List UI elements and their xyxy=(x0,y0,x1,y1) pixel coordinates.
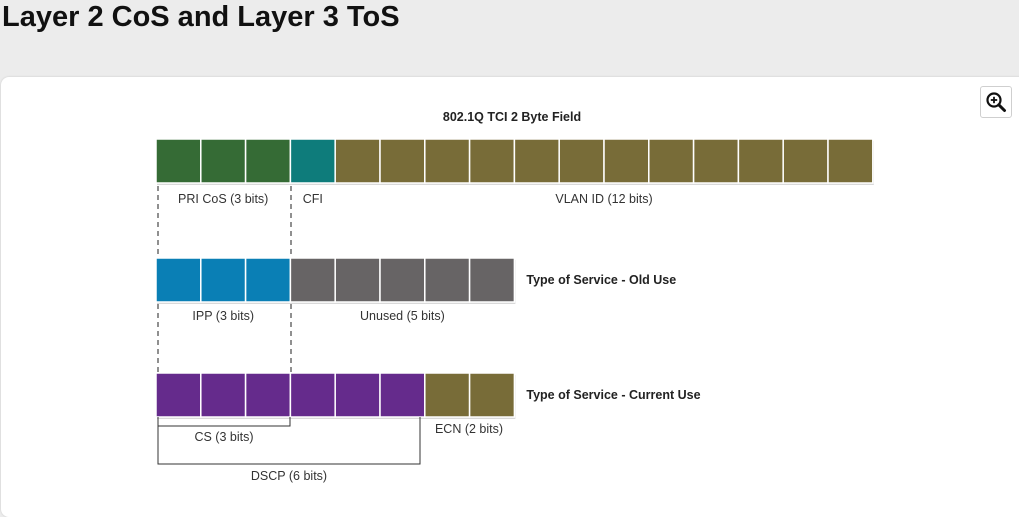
row-tos-current: Type of Service - Current Use xyxy=(155,372,701,419)
row-title: Type of Service - Old Use xyxy=(526,273,676,287)
bit-cell xyxy=(692,138,740,184)
bit-cell xyxy=(468,138,516,184)
dscp-bracket xyxy=(157,417,421,465)
ecn-label: ECN (2 bits) xyxy=(435,422,503,436)
bit-cell xyxy=(200,138,247,184)
bit-cell xyxy=(244,257,292,303)
bit-cell xyxy=(424,138,471,184)
bit-cell xyxy=(379,138,426,184)
zoom-in-button[interactable] xyxy=(980,86,1012,118)
bit-cell xyxy=(424,257,471,303)
row-tci: PRI CoS (3 bits) CFI VLAN ID (12 bits) xyxy=(155,138,874,206)
bit-cell xyxy=(513,138,560,184)
bit-cell xyxy=(827,138,874,184)
bit-cell xyxy=(155,257,202,303)
bit-cell xyxy=(334,257,381,303)
segment-label: PRI CoS (3 bits) xyxy=(178,192,268,206)
bit-cell xyxy=(200,257,247,303)
zoom-in-icon xyxy=(986,92,1006,112)
bit-cell xyxy=(289,257,336,303)
bit-cell xyxy=(603,138,650,184)
bit-cell xyxy=(244,372,292,418)
alignment-lines xyxy=(157,186,292,373)
diagram-header: 802.1Q TCI 2 Byte Field xyxy=(443,110,581,124)
bit-cell xyxy=(424,372,471,418)
row-title: Type of Service - Current Use xyxy=(526,388,700,402)
dscp-label: DSCP (6 bits) xyxy=(251,469,327,483)
bit-cell xyxy=(289,372,336,418)
bit-cell xyxy=(648,138,695,184)
bit-cell xyxy=(155,138,202,184)
segment-label: CFI xyxy=(303,192,323,206)
bit-cell xyxy=(334,138,381,184)
bit-cell xyxy=(155,372,202,418)
segment-label: IPP (3 bits) xyxy=(192,309,254,323)
page-title: Layer 2 CoS and Layer 3 ToS xyxy=(2,1,400,33)
bit-cell xyxy=(468,257,516,303)
bit-cell xyxy=(782,138,829,184)
bit-cell xyxy=(289,138,336,184)
bit-cell xyxy=(737,138,784,184)
bit-cell xyxy=(558,138,605,184)
bit-cell xyxy=(379,372,426,418)
tos-cos-diagram: 802.1Q TCI 2 Byte Field PRI CoS (3 bits)… xyxy=(155,110,874,483)
bit-cell xyxy=(334,372,381,418)
row-tos-old: IPP (3 bits) Unused (5 bits) Type of Servi… xyxy=(155,257,676,323)
bit-cell xyxy=(379,257,426,303)
bit-cell xyxy=(244,138,292,184)
segment-label: VLAN ID (12 bits) xyxy=(555,192,652,206)
bit-cell xyxy=(200,372,247,418)
cs-label: CS (3 bits) xyxy=(194,430,253,444)
segment-label: Unused (5 bits) xyxy=(360,309,445,323)
bit-cell xyxy=(468,372,516,418)
